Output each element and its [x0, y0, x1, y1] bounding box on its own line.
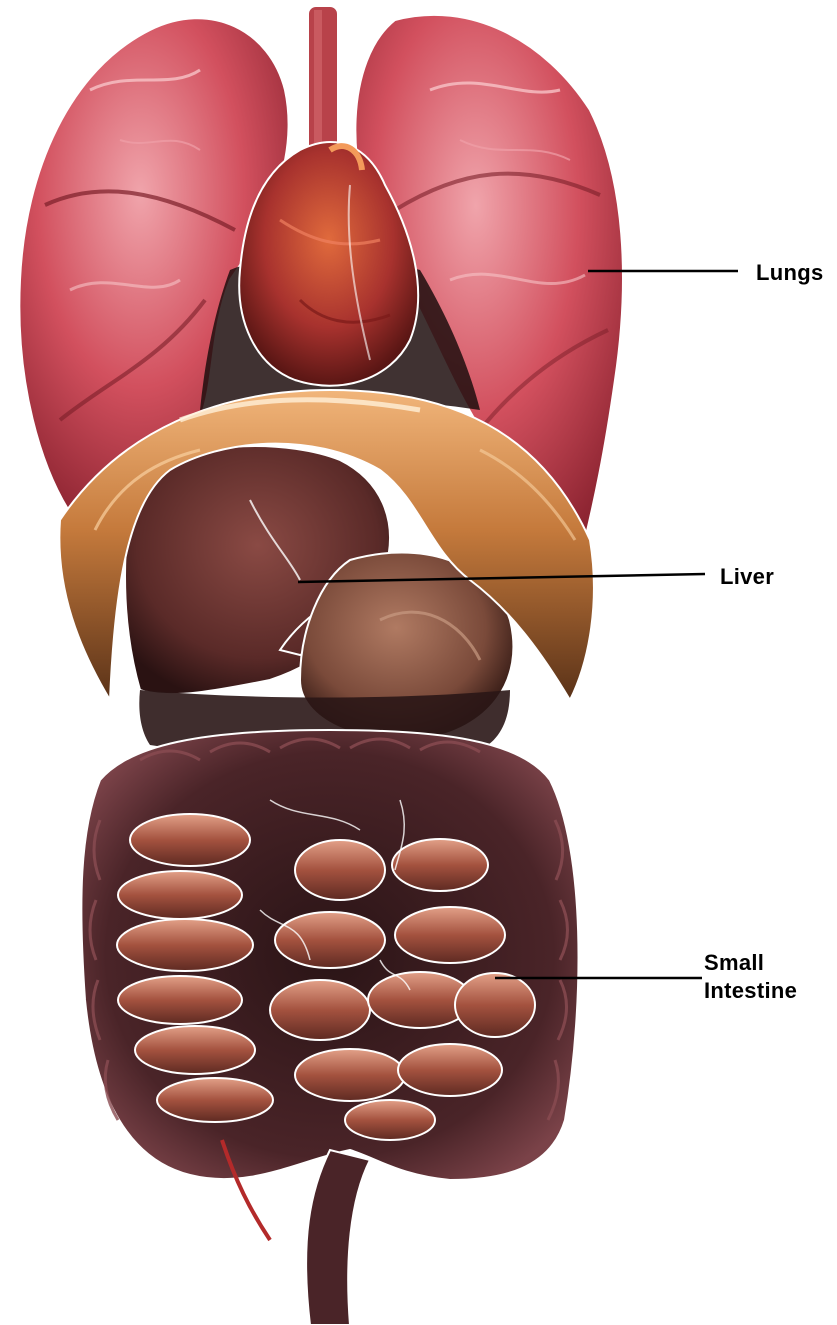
- rectum-illustration: [306, 1150, 370, 1325]
- liver-label-text: Liver: [720, 563, 774, 591]
- small-intestine-label: Small Intestine: [704, 949, 797, 1005]
- small-intestine-label-line1: Small: [704, 949, 797, 977]
- small-intestine-label-line2: Intestine: [704, 977, 797, 1005]
- liver-label: Liver: [720, 563, 774, 591]
- lungs-label-text: Lungs: [756, 259, 824, 287]
- lungs-label: Lungs: [756, 259, 824, 287]
